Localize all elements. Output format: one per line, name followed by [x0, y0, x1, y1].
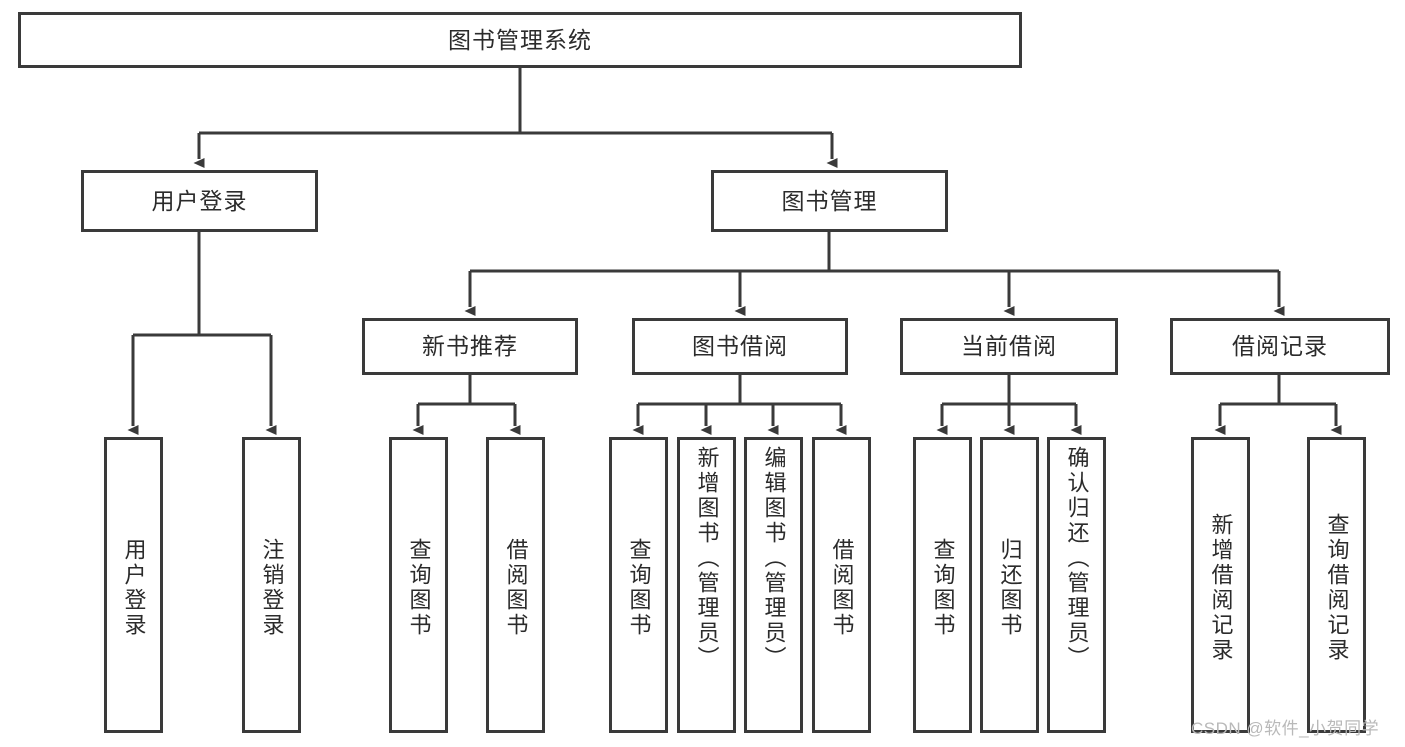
leaf-user-login[interactable]: 用户登录 — [104, 437, 163, 733]
leaf-return-book[interactable]: 归还图书 — [980, 437, 1039, 733]
node-label: 借阅图书 — [503, 538, 529, 638]
node-label: 借阅图书 — [829, 538, 855, 638]
node-root-system[interactable]: 图书管理系统 — [18, 12, 1022, 68]
leaf-add-book-admin[interactable]: 新增图书（管理员） — [677, 437, 736, 733]
node-label: 注销登录 — [259, 538, 285, 638]
node-borrow-records[interactable]: 借阅记录 — [1170, 318, 1390, 375]
leaf-query-book-borrow[interactable]: 查询图书 — [609, 437, 668, 733]
csdn-watermark: CSDN @软件_小贺同学 — [1191, 719, 1380, 738]
node-label: 查询图书 — [930, 538, 956, 638]
node-new-book-recommend[interactable]: 新书推荐 — [362, 318, 578, 375]
leaf-logout-login[interactable]: 注销登录 — [242, 437, 301, 733]
node-label: 用户登录 — [121, 538, 147, 638]
node-label: 新增图书（管理员） — [694, 446, 720, 671]
node-label: 图书管理系统 — [448, 26, 592, 53]
node-label: 用户登录 — [151, 187, 248, 214]
leaf-query-book-recommend[interactable]: 查询图书 — [389, 437, 448, 733]
leaf-borrow-book-recommend[interactable]: 借阅图书 — [486, 437, 545, 733]
node-user-login[interactable]: 用户登录 — [81, 170, 318, 232]
node-label: 确认归还（管理员） — [1064, 446, 1090, 671]
node-label: 查询图书 — [626, 538, 652, 638]
leaf-add-borrow-record[interactable]: 新增借阅记录 — [1191, 437, 1250, 733]
leaf-edit-book-admin[interactable]: 编辑图书（管理员） — [744, 437, 803, 733]
node-label: 新增借阅记录 — [1208, 513, 1234, 663]
node-label: 归还图书 — [997, 538, 1023, 638]
node-label: 借阅记录 — [1232, 333, 1328, 360]
node-book-borrow[interactable]: 图书借阅 — [632, 318, 848, 375]
leaf-query-borrow-record[interactable]: 查询借阅记录 — [1307, 437, 1366, 733]
node-label: 新书推荐 — [422, 333, 518, 360]
leaf-confirm-return-admin[interactable]: 确认归还（管理员） — [1047, 437, 1106, 733]
node-current-borrow[interactable]: 当前借阅 — [900, 318, 1118, 375]
node-label: 图书管理 — [781, 187, 878, 214]
node-label: 查询借阅记录 — [1324, 513, 1350, 663]
node-label: 编辑图书（管理员） — [761, 446, 787, 671]
leaf-borrow-book[interactable]: 借阅图书 — [812, 437, 871, 733]
node-book-management[interactable]: 图书管理 — [711, 170, 948, 232]
leaf-query-book-current[interactable]: 查询图书 — [913, 437, 972, 733]
node-label: 图书借阅 — [692, 333, 788, 360]
node-label: 查询图书 — [406, 538, 432, 638]
node-label: 当前借阅 — [961, 333, 1057, 360]
